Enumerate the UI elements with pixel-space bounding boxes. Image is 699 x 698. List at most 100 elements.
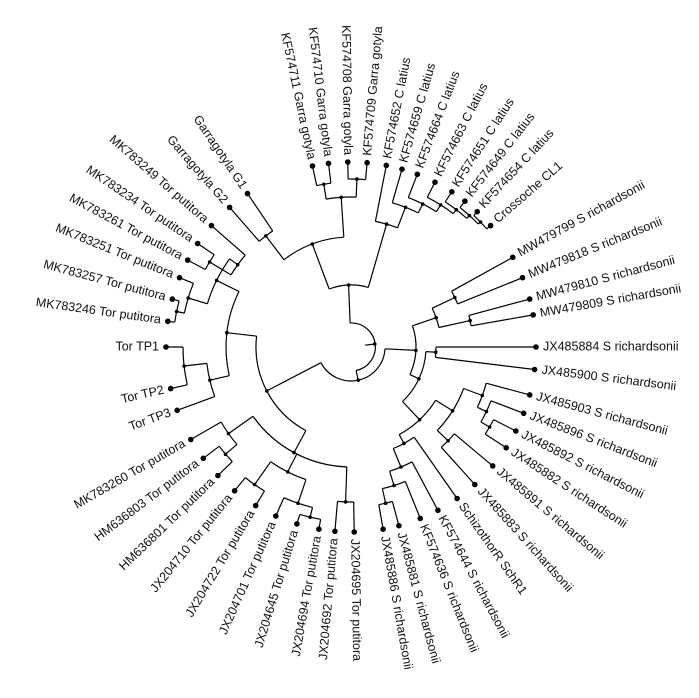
tip-node	[215, 472, 221, 479]
tree-branch	[323, 184, 327, 200]
tree-branch	[365, 162, 368, 180]
internal-node	[292, 450, 296, 455]
tree-branch	[412, 317, 437, 327]
tip-node	[513, 428, 519, 434]
internal-node	[225, 330, 229, 335]
tree-branch	[265, 235, 285, 261]
leaf-label: Tor TP2	[120, 383, 166, 406]
tree-branch	[190, 421, 222, 441]
tip-node	[531, 366, 538, 373]
tip-node	[472, 481, 478, 488]
internal-node	[434, 315, 438, 320]
internal-node	[339, 195, 344, 200]
internal-node	[207, 260, 212, 264]
internal-node	[438, 203, 443, 207]
tree-branch	[391, 169, 403, 203]
tree-branch	[438, 320, 471, 329]
tip-node	[273, 513, 279, 519]
internal-node	[383, 501, 388, 506]
internal-node	[296, 501, 300, 506]
tree-branch	[392, 448, 402, 468]
internal-node	[467, 213, 472, 218]
tip-node	[503, 445, 510, 451]
internal-node	[434, 350, 438, 355]
internal-node	[478, 220, 483, 224]
internal-node	[450, 409, 455, 413]
tree-branch	[484, 433, 507, 449]
tip-node	[530, 312, 536, 318]
internal-node	[468, 318, 472, 323]
internal-node	[384, 222, 389, 226]
tree-arc	[350, 322, 376, 372]
internal-node	[252, 482, 257, 487]
tree-branch	[490, 400, 524, 414]
tip-node	[244, 190, 251, 197]
tree-branch	[348, 284, 351, 324]
tip-node	[462, 198, 468, 204]
tree-branch	[275, 497, 285, 517]
internal-node	[487, 425, 492, 429]
tree-branch	[454, 433, 494, 467]
leaf-label: MK783246 Tor putitora	[35, 295, 162, 326]
tip-node	[383, 162, 390, 169]
tree-branch	[293, 430, 307, 453]
leaf-label: Tor TP1	[115, 339, 159, 353]
tip-node	[332, 528, 338, 535]
internal-node	[402, 441, 406, 446]
leaf-label: JX485884 S richardsonii	[543, 339, 679, 353]
tip-node	[399, 166, 405, 172]
tip-node	[417, 515, 424, 522]
internal-node	[322, 182, 326, 187]
internal-node	[214, 278, 219, 283]
tree-branch	[170, 384, 188, 390]
internal-node	[414, 348, 418, 353]
internal-node	[403, 205, 408, 210]
tree-branch	[334, 501, 339, 532]
tip-node	[188, 436, 194, 443]
tree-branch	[470, 314, 534, 327]
tip-node	[252, 502, 259, 509]
tree-branch	[407, 174, 418, 198]
internal-node	[484, 409, 489, 414]
tree-branch	[486, 382, 530, 396]
internal-node	[285, 470, 290, 474]
tip-node	[316, 526, 322, 532]
tip-node	[169, 296, 176, 302]
internal-node	[226, 431, 231, 436]
tip-node	[208, 222, 215, 229]
internal-node	[308, 515, 312, 519]
internal-node	[373, 342, 377, 346]
tip-node	[519, 274, 526, 281]
tip-node	[226, 204, 233, 211]
tree-branch	[413, 436, 458, 499]
tree-branch	[287, 453, 298, 473]
tip-node	[165, 318, 171, 325]
tree-branch	[226, 332, 257, 337]
internal-node	[310, 242, 315, 246]
tip-node	[380, 526, 386, 532]
tree-branch	[247, 193, 274, 232]
tip-node	[194, 240, 201, 247]
internal-node	[182, 364, 186, 368]
tip-node	[325, 160, 332, 167]
tree-branch	[374, 165, 387, 222]
tree-branch	[353, 501, 355, 533]
internal-node	[186, 296, 190, 300]
tip-node	[510, 254, 516, 261]
leaf-label: KF574708 Garra gotyla	[339, 25, 355, 155]
tree-branch	[378, 504, 384, 530]
tree-branch	[345, 466, 348, 502]
tree-branch	[217, 461, 233, 476]
tree-branch	[451, 256, 514, 292]
tip-node	[533, 344, 539, 350]
tree-branch	[435, 399, 453, 412]
tree-branch	[228, 415, 254, 435]
tree-branch	[411, 461, 439, 511]
tip-node	[163, 344, 169, 350]
tree-branch	[197, 243, 215, 256]
tip-node	[309, 163, 316, 169]
internal-node	[265, 389, 269, 393]
internal-node	[420, 202, 425, 206]
tree-branch	[468, 298, 530, 316]
